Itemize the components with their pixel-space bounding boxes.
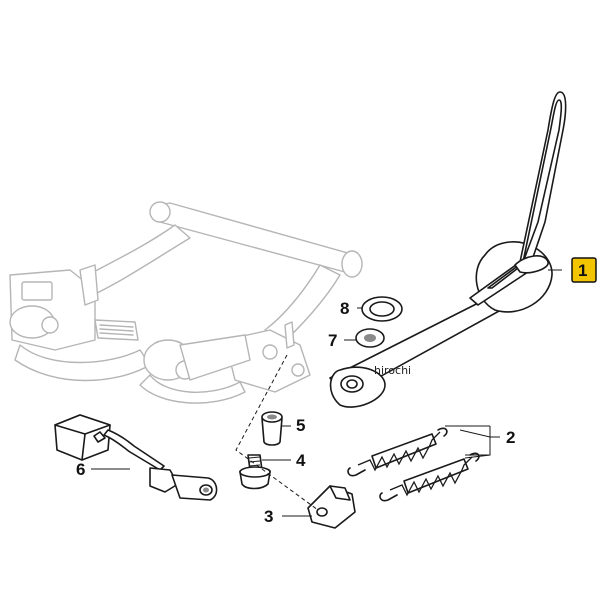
- callout-5: 5: [296, 416, 305, 435]
- callout-3: 3: [264, 507, 273, 526]
- leader-lines: [91, 269, 562, 517]
- part-5-sleeve: [261, 411, 283, 446]
- part-3-bracket: [307, 485, 356, 529]
- part-1-side-stand: [329, 91, 567, 408]
- part-7-bushing: [355, 328, 385, 348]
- frame-ghost: [9, 201, 363, 404]
- part-2-springs: [347, 427, 480, 502]
- part-8-washer: [361, 296, 403, 322]
- callout-2: 2: [506, 428, 515, 447]
- part-6-switch: [54, 414, 218, 501]
- callout-6: 6: [76, 460, 85, 479]
- watermark-text: hirochi: [374, 364, 411, 377]
- callout-7: 7: [328, 331, 337, 350]
- callout-4: 4: [296, 451, 306, 470]
- callout-1: 1: [578, 261, 587, 280]
- callout-1-box: [571, 257, 597, 283]
- callout-8: 8: [340, 299, 349, 318]
